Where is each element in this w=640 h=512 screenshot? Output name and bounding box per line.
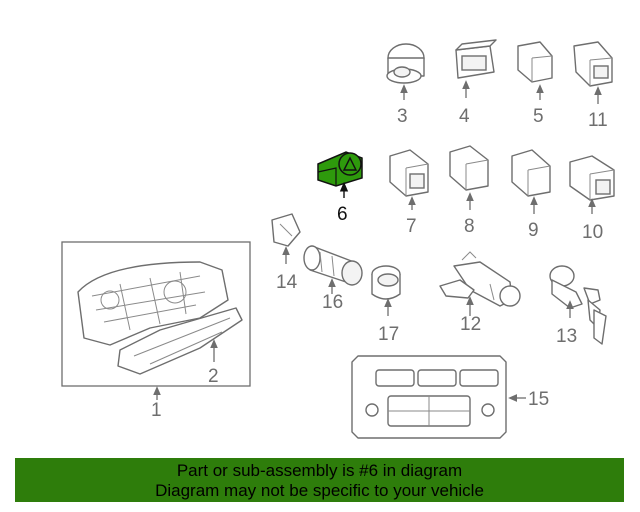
part-5-switch[interactable] xyxy=(517,41,553,83)
callout-5: 5 xyxy=(533,106,544,127)
callout-10: 10 xyxy=(582,222,603,243)
callout-14: 14 xyxy=(276,272,298,293)
callout-2: 2 xyxy=(208,366,219,387)
banner-line-1: Part or sub-assembly is #6 in diagram xyxy=(176,461,463,480)
callout-17: 17 xyxy=(378,324,399,345)
callout-11: 11 xyxy=(588,110,608,131)
callout-15: 15 xyxy=(528,389,549,410)
callout-4: 4 xyxy=(459,106,470,127)
callout-12: 12 xyxy=(460,314,481,335)
part-info-banner: Part or sub-assembly is #6 in diagram Di… xyxy=(15,458,624,502)
callout-7: 7 xyxy=(406,216,417,237)
part-1-instrument-cluster[interactable] xyxy=(61,241,251,387)
callout-1: 1 xyxy=(151,400,162,421)
banner-line-2: Diagram may not be specific to your vehi… xyxy=(155,481,484,500)
callout-16: 16 xyxy=(322,292,343,313)
callout-3: 3 xyxy=(397,106,408,127)
part-11-switch[interactable] xyxy=(573,41,613,87)
part-7-switch[interactable] xyxy=(389,149,429,197)
part-10-switch[interactable] xyxy=(569,155,615,201)
part-4-switch[interactable] xyxy=(455,39,497,79)
part-13-lock-cylinder[interactable] xyxy=(549,265,607,345)
part-17-socket[interactable] xyxy=(371,265,401,300)
part-3-knob[interactable] xyxy=(386,43,425,84)
part-6-hazard-switch[interactable] xyxy=(317,151,363,187)
part-12-ignition-switch[interactable] xyxy=(439,251,521,307)
part-9-switch[interactable] xyxy=(511,149,551,197)
part-14-clip[interactable] xyxy=(271,213,301,247)
callout-8: 8 xyxy=(464,216,475,237)
part-16-lighter[interactable] xyxy=(303,245,363,286)
callout-13: 13 xyxy=(556,326,577,347)
part-15-climate-control[interactable] xyxy=(351,355,507,439)
part-8-switch[interactable] xyxy=(449,145,489,191)
callout-6: 6 xyxy=(337,204,348,225)
callout-9: 9 xyxy=(528,220,539,241)
